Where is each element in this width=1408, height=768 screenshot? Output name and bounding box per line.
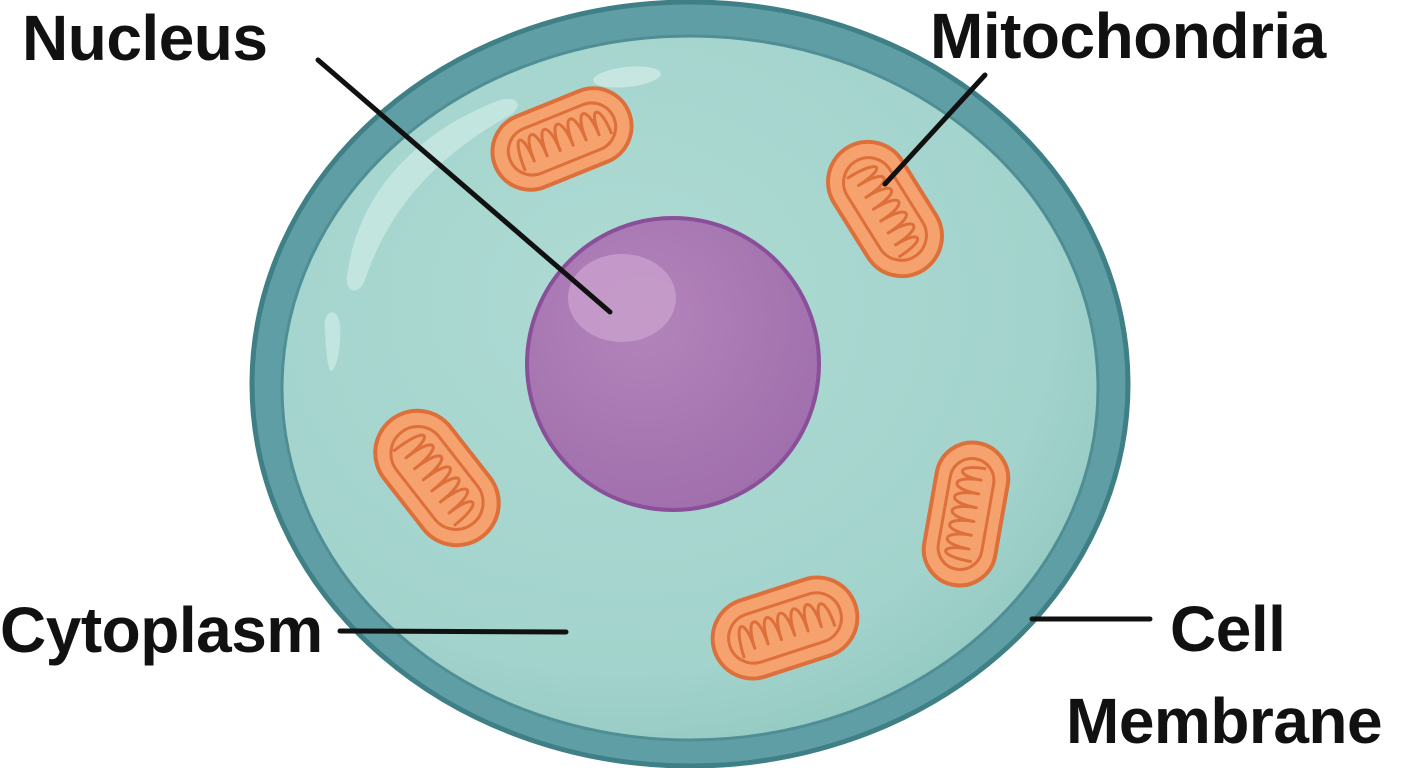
cell-membrane-label-line2: Membrane	[1066, 685, 1383, 757]
nucleus-label: Nucleus	[22, 2, 268, 74]
cytoplasm-leader-line	[337, 628, 569, 635]
mitochondrion-3	[373, 408, 501, 548]
mitochondrion-2	[826, 139, 944, 279]
nucleus	[525, 216, 821, 512]
cytoplasm-highlight-small	[324, 312, 341, 371]
mitochondrion-4	[921, 440, 1011, 588]
mitochondria-label: Mitochondria	[930, 0, 1326, 72]
mitochondrion-1	[490, 86, 634, 192]
membrane-highlight	[593, 66, 661, 88]
mitochondria-group	[373, 86, 1011, 681]
cell-membrane-label-line1: Cell	[1170, 593, 1286, 665]
cytoplasm-label: Cytoplasm	[0, 594, 323, 666]
nucleus-highlight	[568, 254, 676, 342]
mitochondria-leader-line	[882, 72, 988, 187]
nucleus-leader-line	[315, 57, 613, 315]
cytoplasm-highlight	[346, 98, 518, 291]
mitochondrion-5	[710, 575, 860, 681]
cell-membrane-label: Cell Membrane	[1066, 583, 1383, 767]
